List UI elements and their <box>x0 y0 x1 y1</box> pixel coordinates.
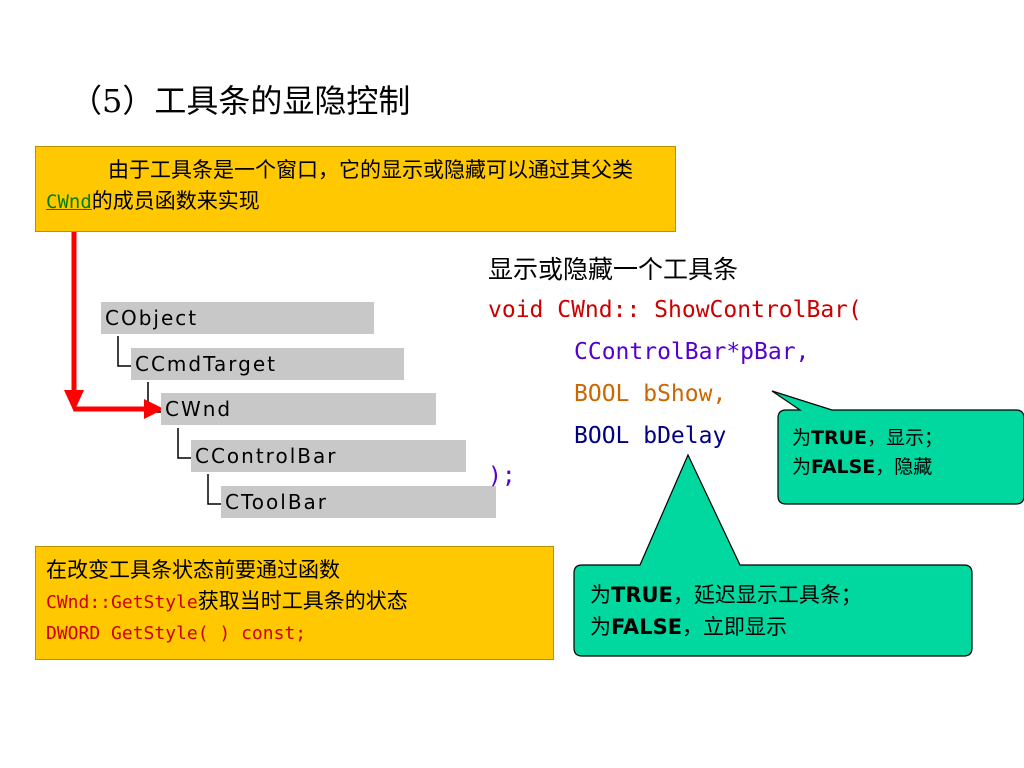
callout-delay-shape <box>573 453 973 657</box>
getstyle-func: CWnd::GetStyle <box>46 592 198 613</box>
callout-delay-line2: 为FALSE，立即显示 <box>590 615 788 639</box>
code-heading: 显示或隐藏一个工具条 <box>488 255 739 284</box>
class-cwnd: CWnd <box>161 393 436 425</box>
getstyle-line2: CWnd::GetStyle获取当时工具条的状态 <box>46 589 408 613</box>
note-text-before: 由于工具条是一个窗口，它的显示或隐藏可以通过其父类 <box>108 158 633 182</box>
callout-delay-line1: 为TRUE，延迟显示工具条； <box>590 583 862 607</box>
note-text-after: 的成员函数来实现 <box>91 189 260 213</box>
callout-show-text: 为TRUE，显示； 为FALSE，隐藏 <box>792 424 943 482</box>
cwnd-note-box: 由于工具条是一个窗口，它的显示或隐藏可以通过其父类 CWnd的成员函数来实现 <box>35 146 676 232</box>
class-ctoolbar: CToolBar <box>221 486 496 518</box>
code-line-close: ); <box>488 463 516 489</box>
connector-cmdtarget <box>117 336 131 367</box>
getstyle-line1: 在改变工具条状态前要通过函数 <box>46 558 340 582</box>
getstyle-note-box: 在改变工具条状态前要通过函数 CWnd::GetStyle获取当时工具条的状态 … <box>35 546 554 660</box>
code-line-pbar: CControlBar*pBar, <box>574 339 810 365</box>
callout-show-line1: 为TRUE，显示； <box>792 427 944 449</box>
connector-controlbar <box>177 428 191 459</box>
slide-title: （5）工具条的显隐控制 <box>70 82 411 120</box>
cwnd-class-link[interactable]: CWnd <box>46 191 92 213</box>
code-line-signature: void CWnd:: ShowControlBar( <box>488 297 862 323</box>
class-cobject: CObject <box>101 302 374 334</box>
red-arrow <box>64 232 164 419</box>
class-ccmdtarget: CCmdTarget <box>131 348 404 380</box>
code-line-bdelay: BOOL bDelay <box>574 423 727 449</box>
callout-delay-text: 为TRUE，延迟显示工具条； 为FALSE，立即显示 <box>590 579 862 643</box>
code-line-bshow: BOOL bShow, <box>574 381 727 407</box>
connector-toolbar <box>207 474 221 505</box>
class-ccontrolbar: CControlBar <box>191 440 466 472</box>
callout-show-line2: 为FALSE，隐藏 <box>792 456 933 478</box>
callout-show-shape <box>771 390 1024 505</box>
getstyle-signature: DWORD GetStyle( ) const; <box>46 623 307 644</box>
